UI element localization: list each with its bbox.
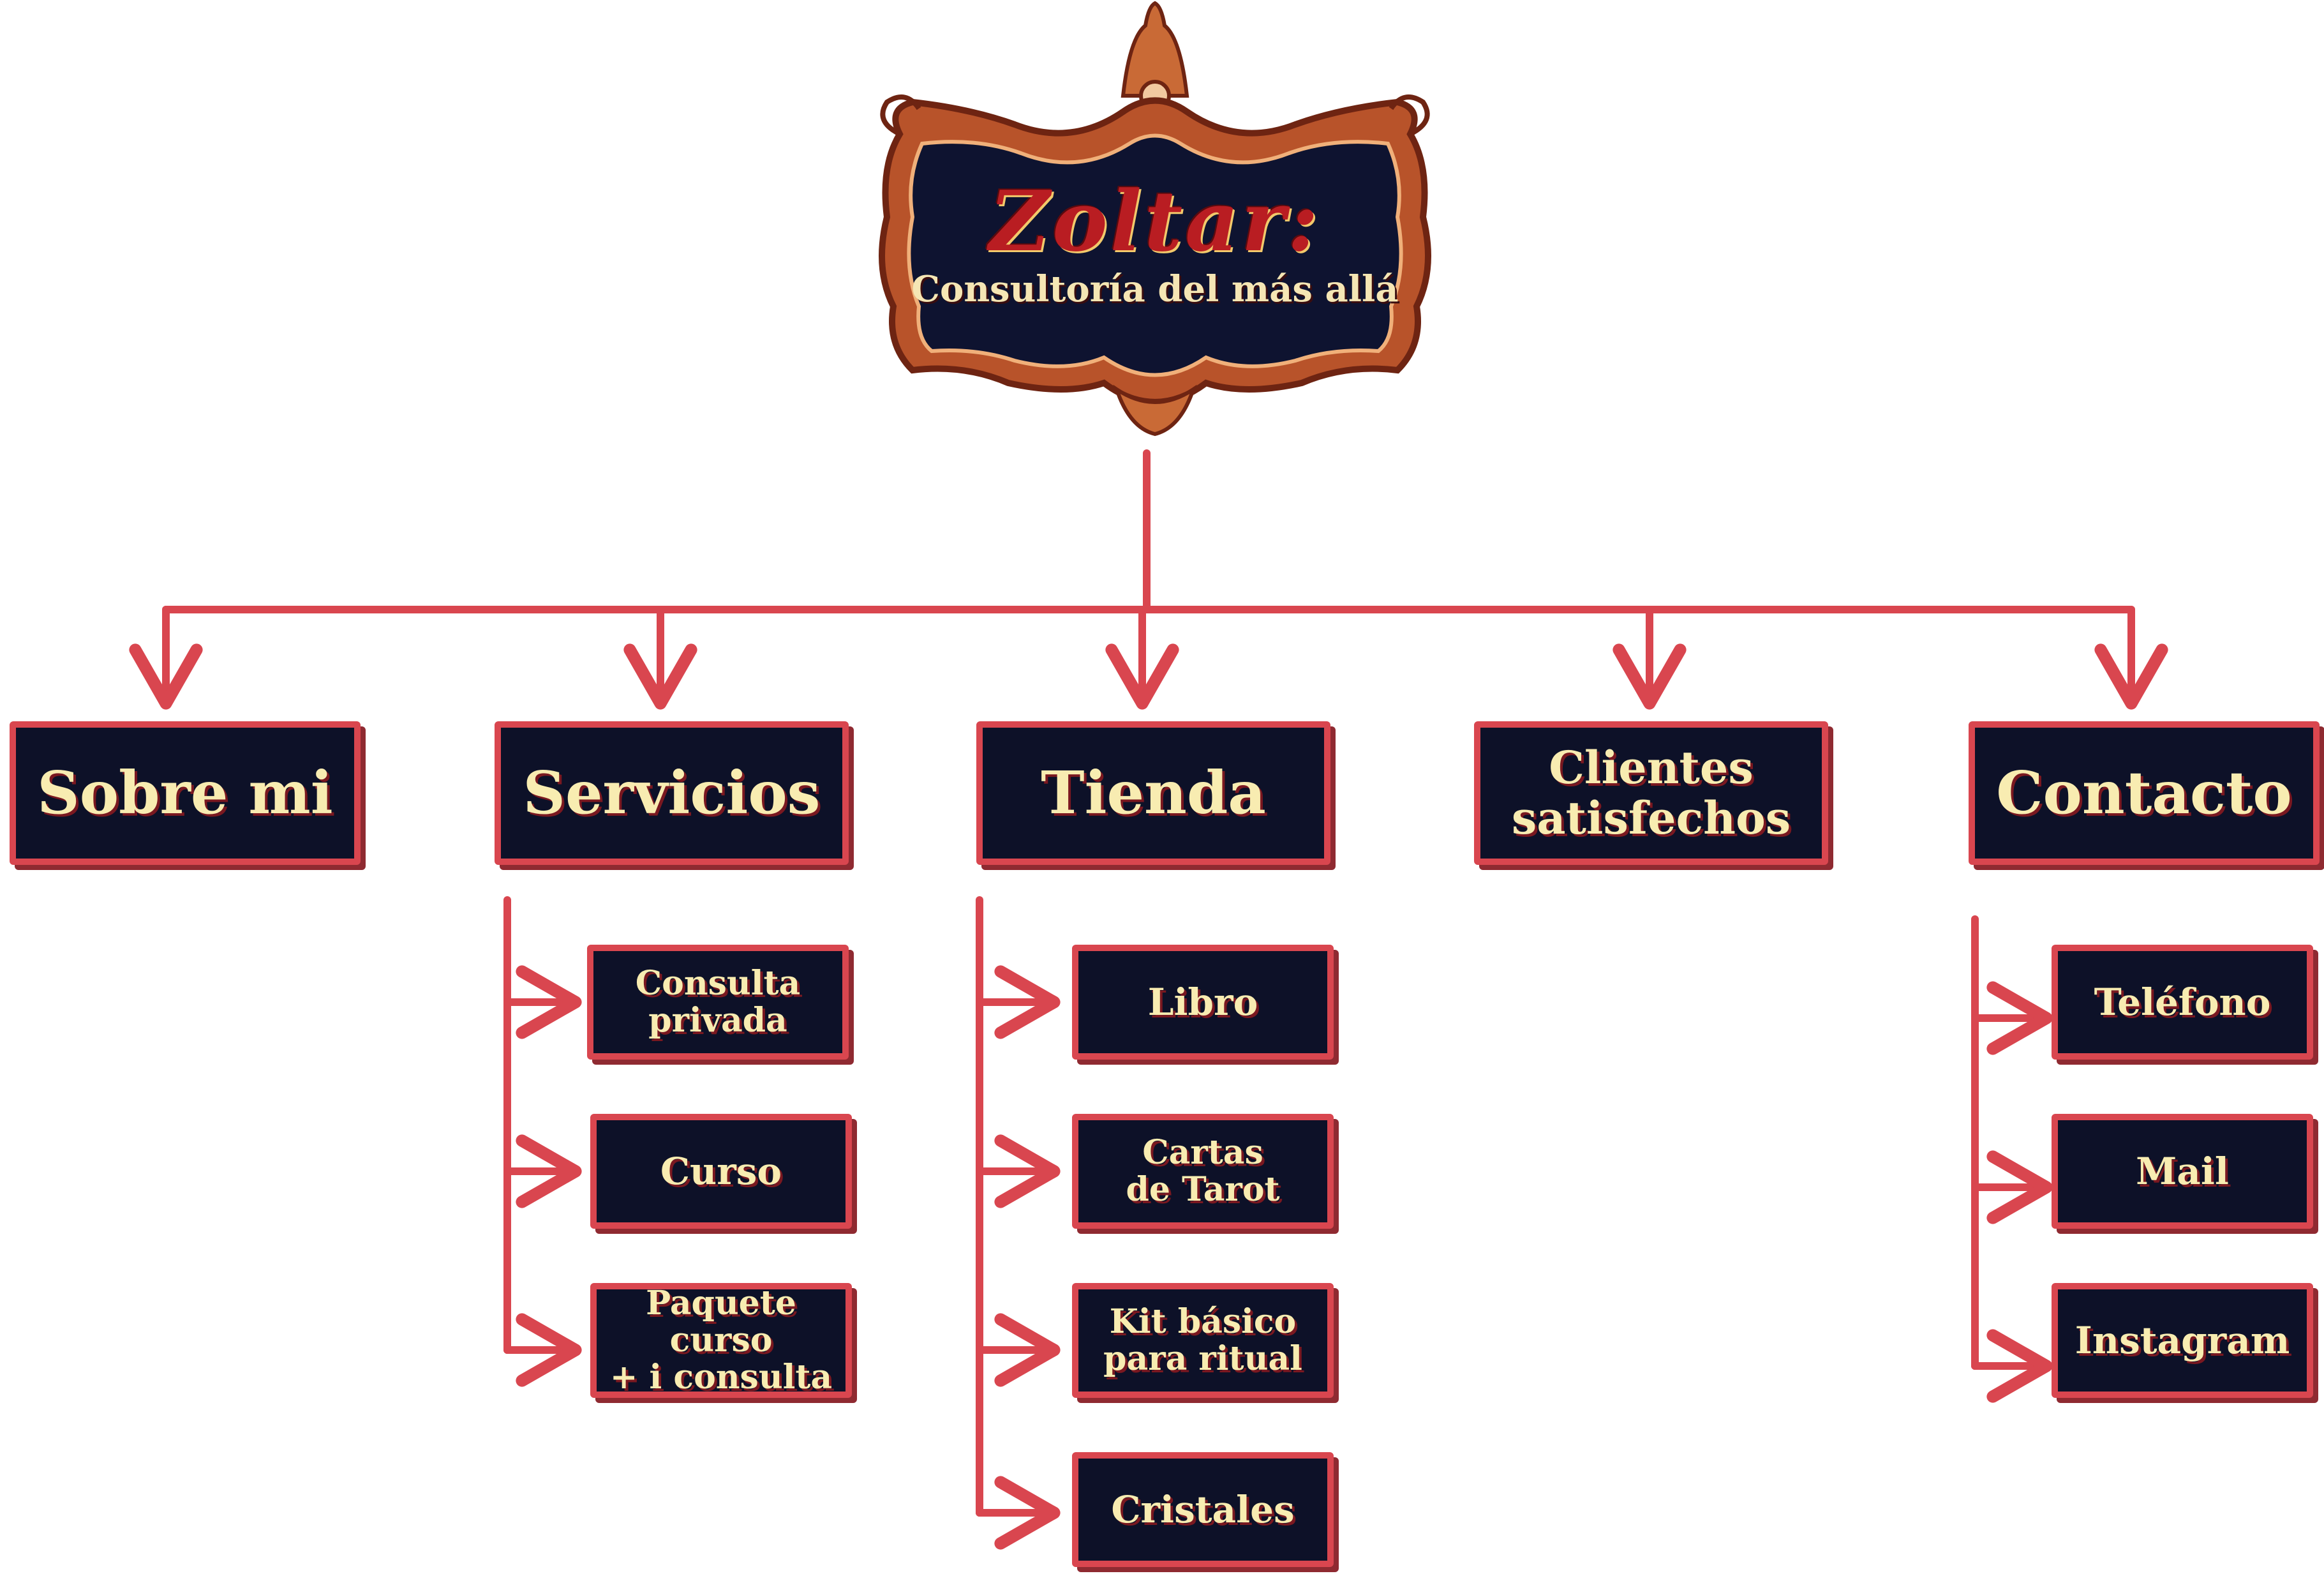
item-instagram[interactable]: Instagram (2052, 1283, 2313, 1398)
item-cristales[interactable]: Cristales (1072, 1452, 1334, 1567)
item-curso[interactable]: Curso (590, 1114, 852, 1229)
ornate-frame-icon (879, 1, 1431, 437)
item-paquete-curso[interactable]: Paquete curso + i consulta (590, 1283, 852, 1398)
page-title: Zoltar: (989, 172, 1321, 270)
section-sobre-mi[interactable]: Sobre mi (10, 721, 361, 865)
section-clientes-satisfechos[interactable]: Clientes satisfechos (1474, 721, 1828, 865)
title-plaque: Zoltar: Consultoría del más allá (861, 0, 1449, 440)
item-telefono[interactable]: Teléfono (2052, 945, 2313, 1060)
item-mail[interactable]: Mail (2052, 1114, 2313, 1229)
item-consulta-privada[interactable]: Consulta privada (587, 945, 849, 1060)
section-contacto[interactable]: Contacto (1969, 721, 2320, 865)
section-servicios[interactable]: Servicios (495, 721, 849, 865)
item-kit-basico-ritual[interactable]: Kit básico para ritual (1072, 1283, 1334, 1398)
page-subtitle: Consultoría del más allá (911, 268, 1399, 310)
section-tienda[interactable]: Tienda (976, 721, 1330, 865)
item-cartas-de-tarot[interactable]: Cartas de Tarot (1072, 1114, 1334, 1229)
item-libro[interactable]: Libro (1072, 945, 1334, 1060)
